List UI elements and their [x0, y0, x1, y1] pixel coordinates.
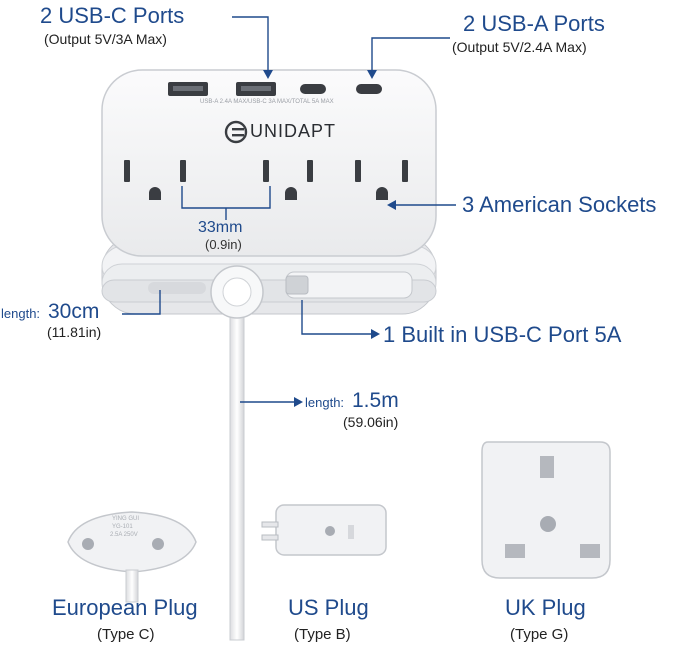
short-cord-alt: (11.81in)	[47, 324, 102, 340]
us-plug-name: US Plug	[288, 595, 369, 620]
cord-slot-left	[148, 282, 206, 294]
usb-a-port-1	[168, 82, 208, 96]
builtin-usb-c-label: 1 Built in USB-C Port 5A	[383, 322, 622, 347]
usb-c-ports-note: (Output 5V/3A Max)	[44, 31, 167, 47]
usb-a-ports-note: (Output 5V/2.4A Max)	[452, 39, 587, 55]
us-plug	[261, 504, 387, 556]
uk-plug	[481, 441, 611, 579]
long-cord-value: 1.5m	[352, 389, 399, 412]
usb-c-ports-title: 2 USB-C Ports	[40, 3, 185, 28]
short-cord-value: 30cm	[48, 300, 100, 323]
us-plug-type: (Type B)	[294, 626, 351, 643]
cord-exit	[210, 265, 264, 319]
short-cord-prefix: length:	[1, 306, 41, 321]
eu-plug-name: European Plug	[52, 595, 198, 620]
uk-plug-name: UK Plug	[505, 595, 586, 620]
usb-c-port-1	[300, 84, 326, 94]
spacing-alt: (0.9in)	[205, 237, 242, 252]
usb-c-port-2	[356, 84, 382, 94]
brand-name: UNIDAPT	[250, 121, 337, 141]
american-socket-3	[355, 160, 408, 200]
power-cord	[229, 299, 245, 641]
usb-a-ports-title: 2 USB-A Ports	[463, 11, 605, 36]
builtin-usb-c-cable	[285, 271, 413, 299]
american-socket-1	[124, 160, 186, 200]
eu-plug-print-1: YING GUI	[112, 516, 140, 522]
brand-logo-icon	[224, 120, 248, 144]
sockets-label: 3 American Sockets	[462, 192, 657, 217]
long-cord-alt: (59.06in)	[343, 414, 399, 430]
american-socket-2	[263, 160, 313, 200]
long-cord-prefix: length:	[305, 395, 345, 410]
uk-plug-type: (Type G)	[510, 626, 569, 643]
leader-lines	[122, 16, 456, 407]
spacing-value: 33mm	[198, 219, 243, 236]
eu-plug-type: (Type C)	[97, 626, 155, 643]
eu-plug-print-2: YG-101	[112, 524, 133, 530]
eu-plug-print-3: 2.5A 250V	[110, 532, 138, 538]
spacing-dimension	[181, 186, 271, 220]
european-plug	[67, 511, 197, 603]
usb-a-port-2	[236, 82, 276, 96]
port-rating-print: USB-A 2.4A MAX/USB-C 3A MAX/TOTAL 5A MAX	[200, 99, 334, 105]
